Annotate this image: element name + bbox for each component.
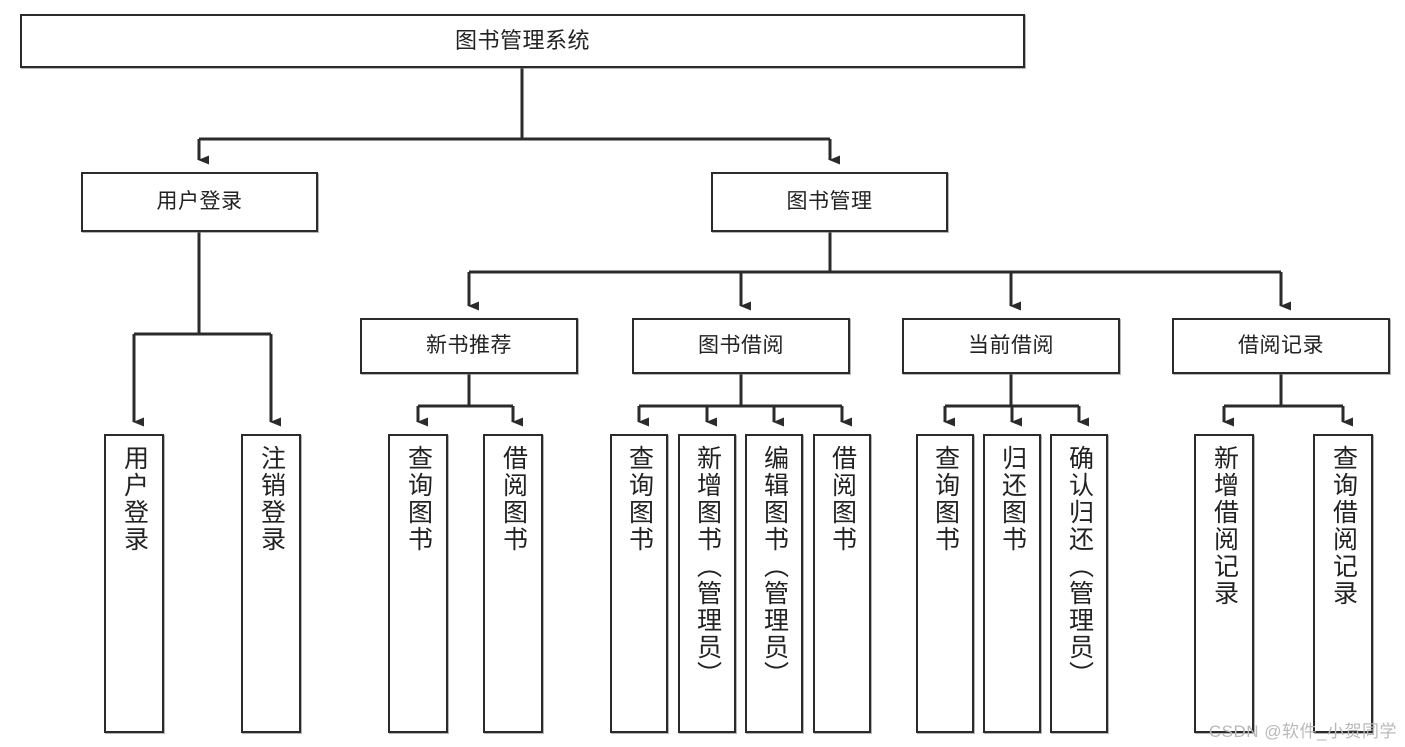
node-user-login[interactable]: 用户登录	[81, 172, 318, 232]
leaf-query-borrow-record-label: 查询借阅记录	[1329, 445, 1358, 607]
leaf-query-book-current-label: 查询图书	[931, 445, 960, 553]
node-book-management[interactable]: 图书管理	[711, 172, 948, 232]
leaf-query-book-recommend-label: 查询图书	[404, 445, 433, 553]
leaf-return-book[interactable]: 归还图书	[983, 434, 1041, 733]
node-borrow-record-label: 借阅记录	[1238, 333, 1324, 357]
leaf-logout-label: 注销登录	[257, 445, 286, 553]
node-current-borrow[interactable]: 当前借阅	[902, 318, 1120, 374]
leaf-confirm-return-admin-label: 确认归还（管理员）	[1065, 445, 1094, 688]
leaf-query-book-recommend[interactable]: 查询图书	[388, 434, 448, 733]
node-new-book-recommend[interactable]: 新书推荐	[360, 318, 578, 374]
leaf-confirm-return-admin[interactable]: 确认归还（管理员）	[1050, 434, 1108, 733]
node-current-borrow-label: 当前借阅	[968, 333, 1054, 357]
leaf-borrow-book-recommend-label: 借阅图书	[499, 445, 528, 553]
leaf-add-book-admin[interactable]: 新增图书（管理员）	[678, 434, 736, 733]
node-user-login-label: 用户登录	[156, 189, 243, 213]
node-book-borrow[interactable]: 图书借阅	[632, 318, 850, 374]
leaf-user-login[interactable]: 用户登录	[104, 434, 164, 733]
csdn-watermark: CSDN @软件_小贺同学	[1208, 722, 1397, 741]
leaf-user-login-label: 用户登录	[120, 445, 149, 553]
leaf-query-book-borrow-label: 查询图书	[625, 445, 654, 553]
leaf-borrow-book-recommend[interactable]: 借阅图书	[483, 434, 543, 733]
leaf-logout[interactable]: 注销登录	[241, 434, 301, 733]
leaf-query-book-borrow[interactable]: 查询图书	[610, 434, 668, 733]
leaf-query-book-current[interactable]: 查询图书	[916, 434, 974, 733]
leaf-add-book-admin-label: 新增图书（管理员）	[693, 445, 722, 688]
leaf-add-borrow-record-label: 新增借阅记录	[1210, 445, 1239, 607]
leaf-query-borrow-record[interactable]: 查询借阅记录	[1313, 434, 1373, 733]
leaf-edit-book-admin-label: 编辑图书（管理员）	[760, 445, 789, 688]
node-root[interactable]: 图书管理系统	[20, 14, 1025, 68]
leaf-return-book-label: 归还图书	[998, 445, 1027, 553]
leaf-borrow-book[interactable]: 借阅图书	[813, 434, 871, 733]
node-root-label: 图书管理系统	[454, 28, 590, 54]
leaf-borrow-book-label: 借阅图书	[828, 445, 857, 553]
node-book-borrow-label: 图书借阅	[698, 333, 784, 357]
leaf-add-borrow-record[interactable]: 新增借阅记录	[1194, 434, 1254, 733]
node-book-management-label: 图书管理	[786, 189, 873, 213]
node-borrow-record[interactable]: 借阅记录	[1172, 318, 1390, 374]
leaf-edit-book-admin[interactable]: 编辑图书（管理员）	[745, 434, 803, 733]
node-new-book-recommend-label: 新书推荐	[426, 333, 512, 357]
